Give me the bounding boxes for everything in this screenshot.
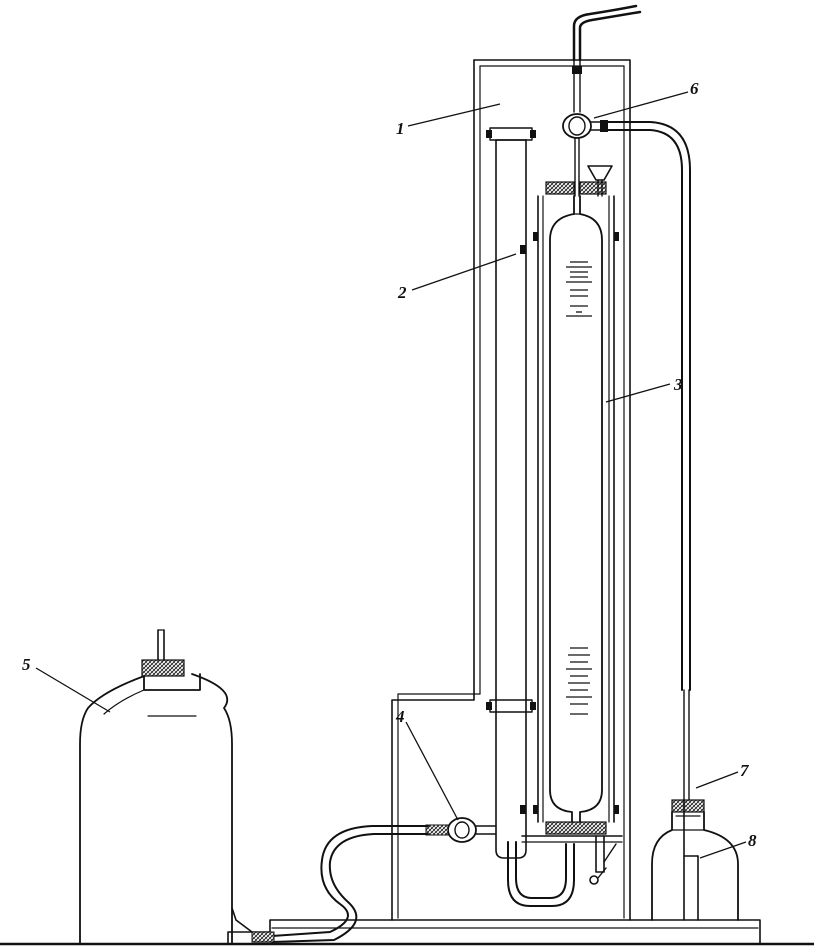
gas-burette: [549, 195, 603, 823]
gas-bottle: [651, 799, 739, 921]
label-1: 1: [396, 119, 405, 138]
top-capillary: [572, 4, 642, 197]
rubber-tube-left: [251, 825, 429, 943]
label-3: 3: [673, 375, 683, 394]
label-6: 6: [690, 79, 699, 98]
stopcock: [425, 817, 497, 843]
graduation-upper: [566, 261, 592, 317]
u-tube: [507, 835, 617, 907]
burette-jacket: [521, 181, 623, 843]
funnel: [587, 165, 613, 197]
leveling-bottle: [79, 629, 253, 945]
stand-board: [391, 59, 631, 921]
leader-lines: [35, 91, 747, 859]
three-way-stopcock: [562, 113, 608, 139]
label-4: 4: [395, 707, 405, 726]
label-5: 5: [22, 655, 31, 674]
label-7: 7: [740, 761, 750, 780]
label-8: 8: [748, 831, 757, 850]
rubber-tube-right: [605, 121, 691, 801]
base-platform: [227, 919, 761, 945]
water-jacket-tube: [486, 127, 536, 859]
label-2: 2: [397, 283, 407, 302]
graduation-lower: [566, 647, 592, 715]
inner-tube: [683, 799, 699, 921]
